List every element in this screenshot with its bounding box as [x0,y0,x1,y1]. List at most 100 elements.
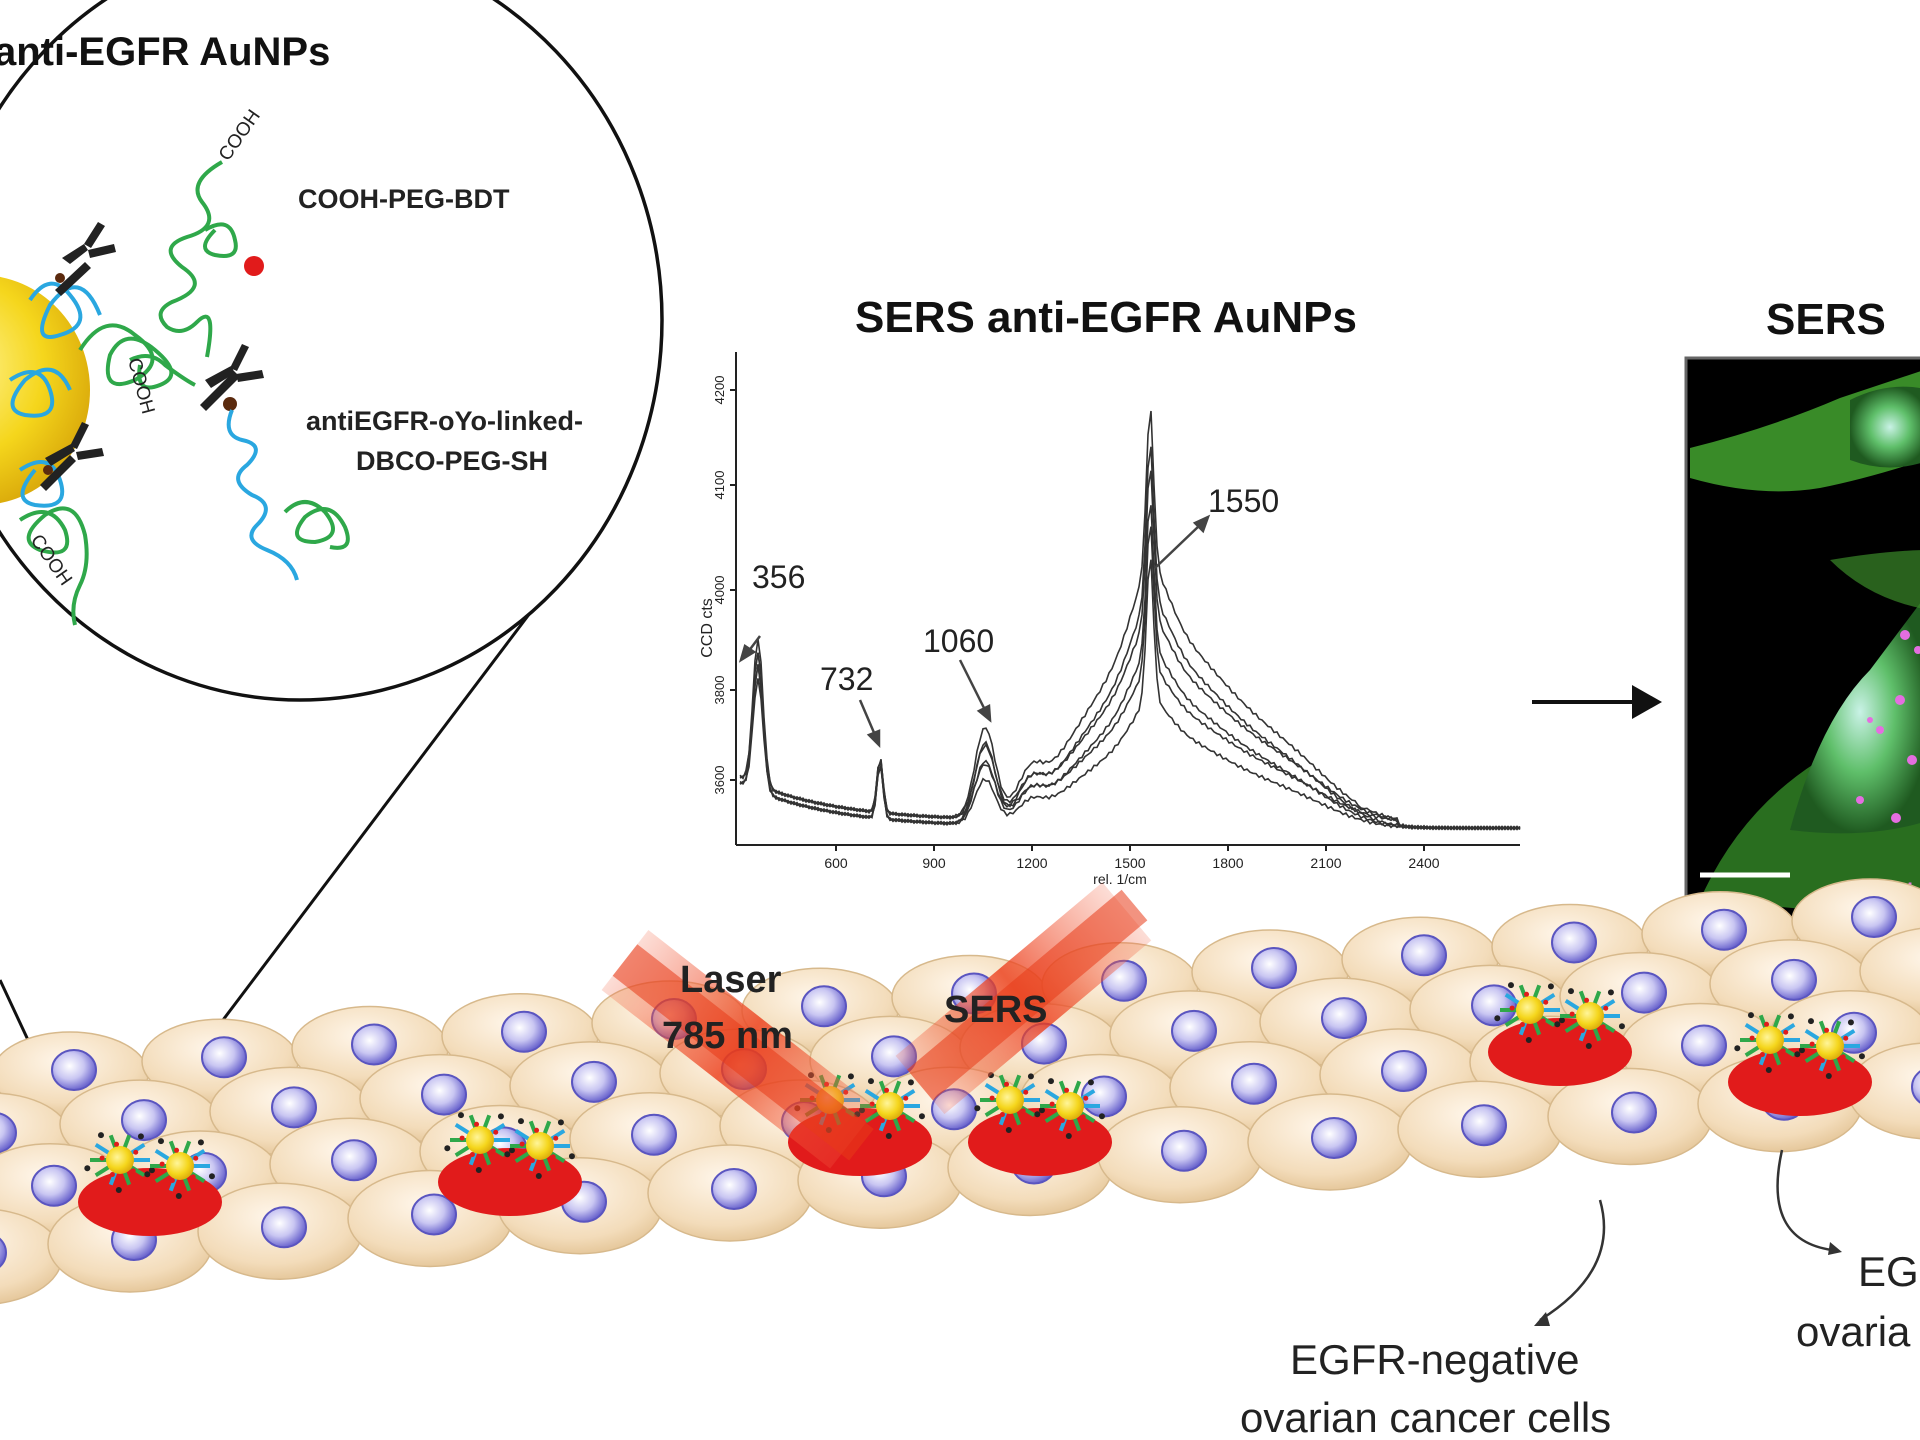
x-tick-label: 900 [922,855,946,871]
nucleus [31,1164,77,1207]
spectrum-axes [735,352,1520,846]
callout-arrows [1539,1149,1833,1322]
nucleus [271,1086,317,1129]
antiegfr-dbco-peg-ligand [200,344,350,581]
nucleus [501,1010,547,1053]
egfr-positive-cell-cluster [1488,982,1632,1086]
y-tick-label: 4000 [712,576,727,605]
bdt-dot [244,256,264,276]
antiegfr-label-line2: DBCO-PEG-SH [356,446,548,476]
inset-ellipse [0,0,664,702]
antiegfr-label-line1: antiEGFR-oYo-linked- [306,406,583,436]
cell [1547,1067,1713,1166]
inset-title: anti-EGFR AuNPs [0,30,330,74]
inset-nanoparticle-panel: COOH COOH anti-EGFR AuNPs COOH COOH-PEG-… [0,0,664,1131]
nucleus [1311,1116,1357,1159]
x-tick-label: 1500 [1114,855,1145,871]
nucleus [1851,896,1897,939]
x-tick-label: 2400 [1408,855,1439,871]
callout-arrowhead-positive [1828,1242,1842,1255]
x-tick-label: 1200 [1016,855,1047,871]
egfr-positive-cell-cluster [438,1112,582,1216]
x-tick-label: 1800 [1212,855,1243,871]
x-tick-label: 600 [824,855,848,871]
nucleus [1611,1091,1657,1134]
spectrum-title: SERS anti-EGFR AuNPs [855,293,1357,342]
peak-label-1550: 1550 [1208,483,1279,519]
y-tick-label: 3600 [712,766,727,795]
spectrum-y-ticks: 3600 3800 4000 4100 4200 [712,376,736,795]
egfr-positive-label-line2: ovaria [1796,1308,1911,1355]
spectrum-trace [739,446,1521,831]
spectrum-x-ticks: 600 900 1200 1500 1800 2100 2400 [824,845,1440,871]
nucleus [1231,1062,1277,1105]
nucleus [421,1073,467,1116]
nucleus [121,1099,167,1142]
nucleus [1471,984,1517,1027]
nucleus [1621,971,1667,1014]
nucleus [1381,1050,1427,1092]
nucleus [1171,1009,1217,1052]
sers-beam [895,882,1152,1115]
peak-arrows [738,514,1211,749]
callout-arrowhead-negative [1534,1312,1550,1326]
y-tick-label: 3800 [712,676,727,705]
np-antibodies [40,222,116,491]
egfr-positive-cell-cluster [1728,1012,1872,1116]
nucleus [1681,1024,1727,1067]
nucleus [1321,997,1367,1040]
nanoparticle-clusters [78,982,1872,1236]
cell [1097,1105,1263,1204]
nucleus [1911,1070,1920,1104]
y-tick-label: 4100 [712,471,727,500]
image-title: SERS [1766,295,1886,344]
fluorescent-cells [1690,371,1920,920]
nucleus [0,1112,17,1154]
nucleus [1401,934,1447,977]
nucleus [631,1113,677,1156]
egfr-negative-label-line1: EGFR-negative [1290,1336,1579,1383]
nucleus [711,1167,757,1210]
cell [1397,1080,1563,1178]
nucleus [411,1193,457,1236]
peak-label-356: 356 [752,559,805,595]
laser-beam [601,930,877,1169]
egfr-positive-label-line1: EG [1858,1248,1919,1295]
y-tick-label: 4200 [712,376,727,405]
spectrum-trace [739,410,1521,831]
nucleus [351,1023,397,1066]
nucleus [1251,947,1297,990]
cell [1247,1093,1413,1191]
sers-fluorescence-image: SERS 10 µm ant [1684,295,1920,920]
nucleus [1701,908,1747,951]
nucleus [261,1206,307,1249]
nucleus [51,1049,97,1092]
nucleus [0,1237,7,1268]
cooh-peg-bdt-label: COOH-PEG-BDT [298,184,510,214]
spectrum-trace [739,470,1521,831]
nucleus [1461,1104,1507,1147]
cell [647,1144,813,1242]
arrow-to-image [1532,685,1662,719]
nucleus [201,1036,247,1079]
sers-beam-label: SERS [944,989,1047,1031]
laser-label-line2: 785 nm [662,1015,793,1057]
spectrum-x-label: rel. 1/cm [1093,871,1147,887]
peak-label-1060: 1060 [923,623,994,659]
egfr-negative-label-line2: ovarian cancer cells [1240,1394,1611,1440]
nucleus [571,1060,617,1103]
cell [197,1182,363,1280]
spectrum-traces [739,410,1521,831]
spectrum-y-label: CCD cts [699,598,716,658]
laser-label-line1: Laser [680,959,782,1001]
sers-spectrum-chart: SERS anti-EGFR AuNPs 600 900 1200 1500 1800 2… [699,293,1521,887]
x-tick-label: 2100 [1310,855,1341,871]
nucleus [1551,921,1597,964]
nucleus [1771,958,1817,1001]
peak-label-732: 732 [820,661,873,697]
egfr-positive-cell-cluster [968,1072,1112,1176]
nucleus [801,985,847,1028]
egfr-positive-cell-cluster [78,1132,222,1236]
nucleus [1161,1129,1207,1172]
